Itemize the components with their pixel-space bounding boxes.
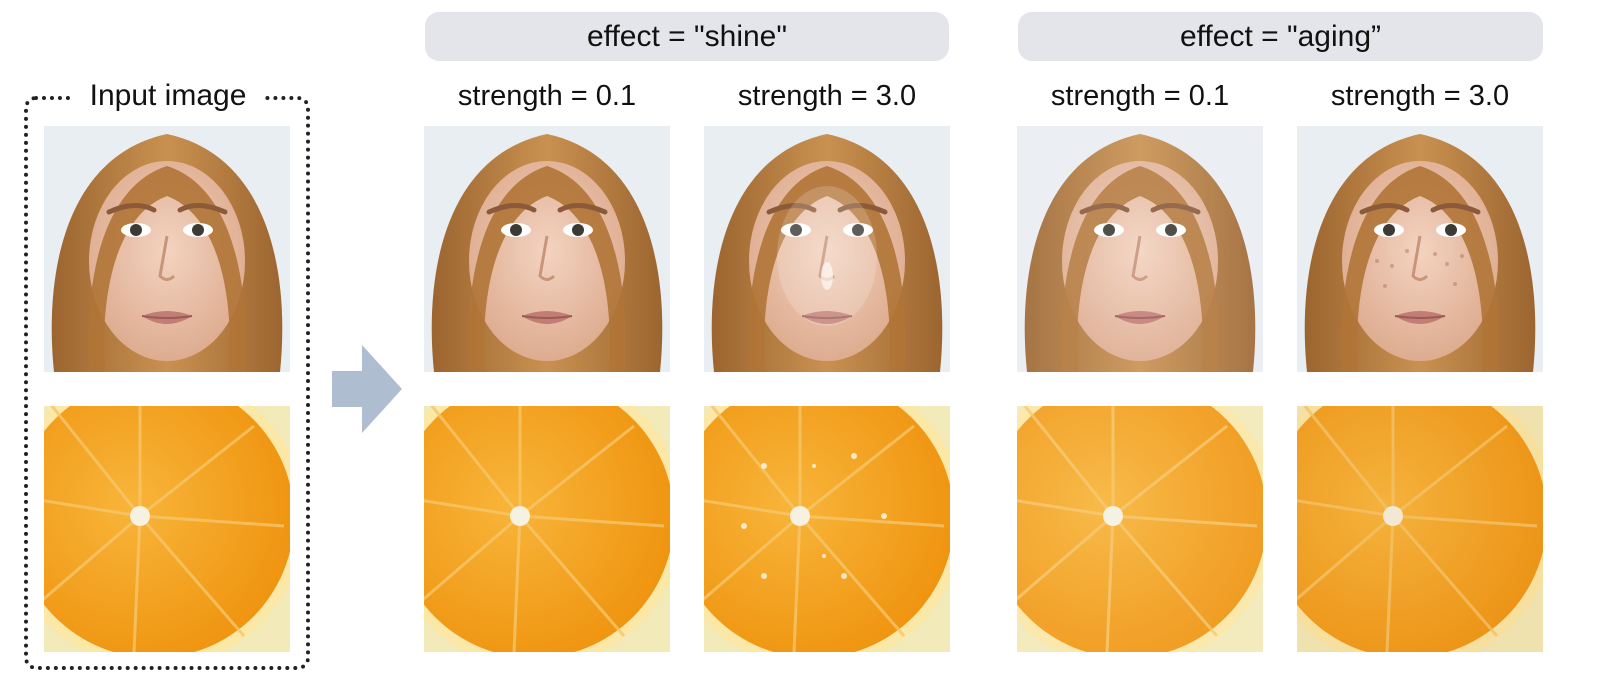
shine-high-orange-image — [704, 406, 950, 652]
aging-strength-high-label: strength = 3.0 — [1330, 80, 1510, 112]
aging-low-orange-image — [1017, 406, 1263, 652]
arrow-right-icon — [332, 345, 402, 433]
effect-shine-label: effect = "shine" — [586, 19, 788, 53]
input-face-image — [44, 126, 290, 372]
aging-high-face-image — [1297, 126, 1543, 372]
input-image-title: Input image — [72, 77, 264, 115]
aging-low-face-image — [1017, 126, 1263, 372]
effect-aging-banner: effect = "aging” — [1018, 12, 1543, 61]
shine-strength-high-label: strength = 3.0 — [737, 80, 917, 112]
aging-high-orange-image — [1297, 406, 1543, 652]
input-orange-image — [44, 406, 290, 652]
shine-strength-low-label: strength = 0.1 — [457, 80, 637, 112]
aging-strength-low-label: strength = 0.1 — [1050, 80, 1230, 112]
shine-high-face-image — [704, 126, 950, 372]
effect-shine-banner: effect = "shine" — [425, 12, 949, 61]
shine-low-face-image — [424, 126, 670, 372]
effect-aging-label: effect = "aging” — [1179, 19, 1382, 53]
shine-low-orange-image — [424, 406, 670, 652]
